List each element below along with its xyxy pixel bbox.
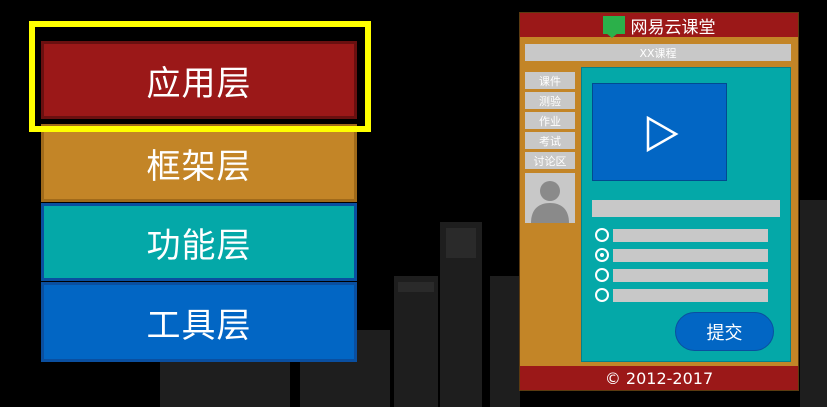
layer-framework: 框架层	[41, 124, 357, 202]
answer-option[interactable]	[595, 268, 770, 282]
app-title: 网易云课堂	[630, 17, 716, 38]
layer-framework-label: 框架层	[146, 146, 252, 187]
sidebar-item-exam[interactable]: 考试	[525, 132, 575, 149]
layer-function: 功能层	[41, 203, 357, 281]
play-icon[interactable]	[645, 115, 679, 153]
course-label: XX课程	[639, 46, 677, 60]
app-mockup-window: 网易云课堂 XX课程 课件 测验 作业 考试 讨论区 提交 © 2012-201…	[519, 12, 799, 391]
answer-option[interactable]	[595, 228, 770, 242]
answer-option[interactable]	[595, 248, 770, 262]
copyright-text: © 2012-2017	[604, 368, 714, 388]
copyright-footer: © 2012-2017	[520, 366, 798, 390]
sidebar-item-courseware[interactable]: 课件	[525, 72, 575, 89]
question-text-bar	[592, 200, 780, 217]
sidebar-item-quiz[interactable]: 测验	[525, 92, 575, 109]
sidebar-item-homework[interactable]: 作业	[525, 112, 575, 129]
radio-icon[interactable]	[595, 268, 609, 282]
sidebar-item-discussion[interactable]: 讨论区	[525, 152, 575, 169]
layer-application: 应用层	[41, 41, 357, 119]
layer-application-label: 应用层	[146, 63, 252, 104]
radio-icon[interactable]	[595, 288, 609, 302]
radio-icon[interactable]	[595, 228, 609, 242]
content-panel: 提交	[581, 67, 791, 362]
radio-selected-icon[interactable]	[595, 248, 609, 262]
highlight-frame	[29, 21, 371, 132]
submit-button[interactable]: 提交	[675, 312, 774, 351]
answer-option[interactable]	[595, 288, 770, 302]
course-title-bar: XX课程	[525, 44, 791, 61]
layer-function-label: 功能层	[146, 225, 252, 266]
layer-tool-label: 工具层	[146, 305, 252, 346]
speech-bubble-icon	[602, 16, 625, 38]
user-silhouette-icon	[525, 173, 575, 223]
video-player[interactable]	[592, 83, 727, 181]
layer-tool: 工具层	[41, 282, 357, 362]
app-title-bar: 网易云课堂	[520, 13, 798, 38]
